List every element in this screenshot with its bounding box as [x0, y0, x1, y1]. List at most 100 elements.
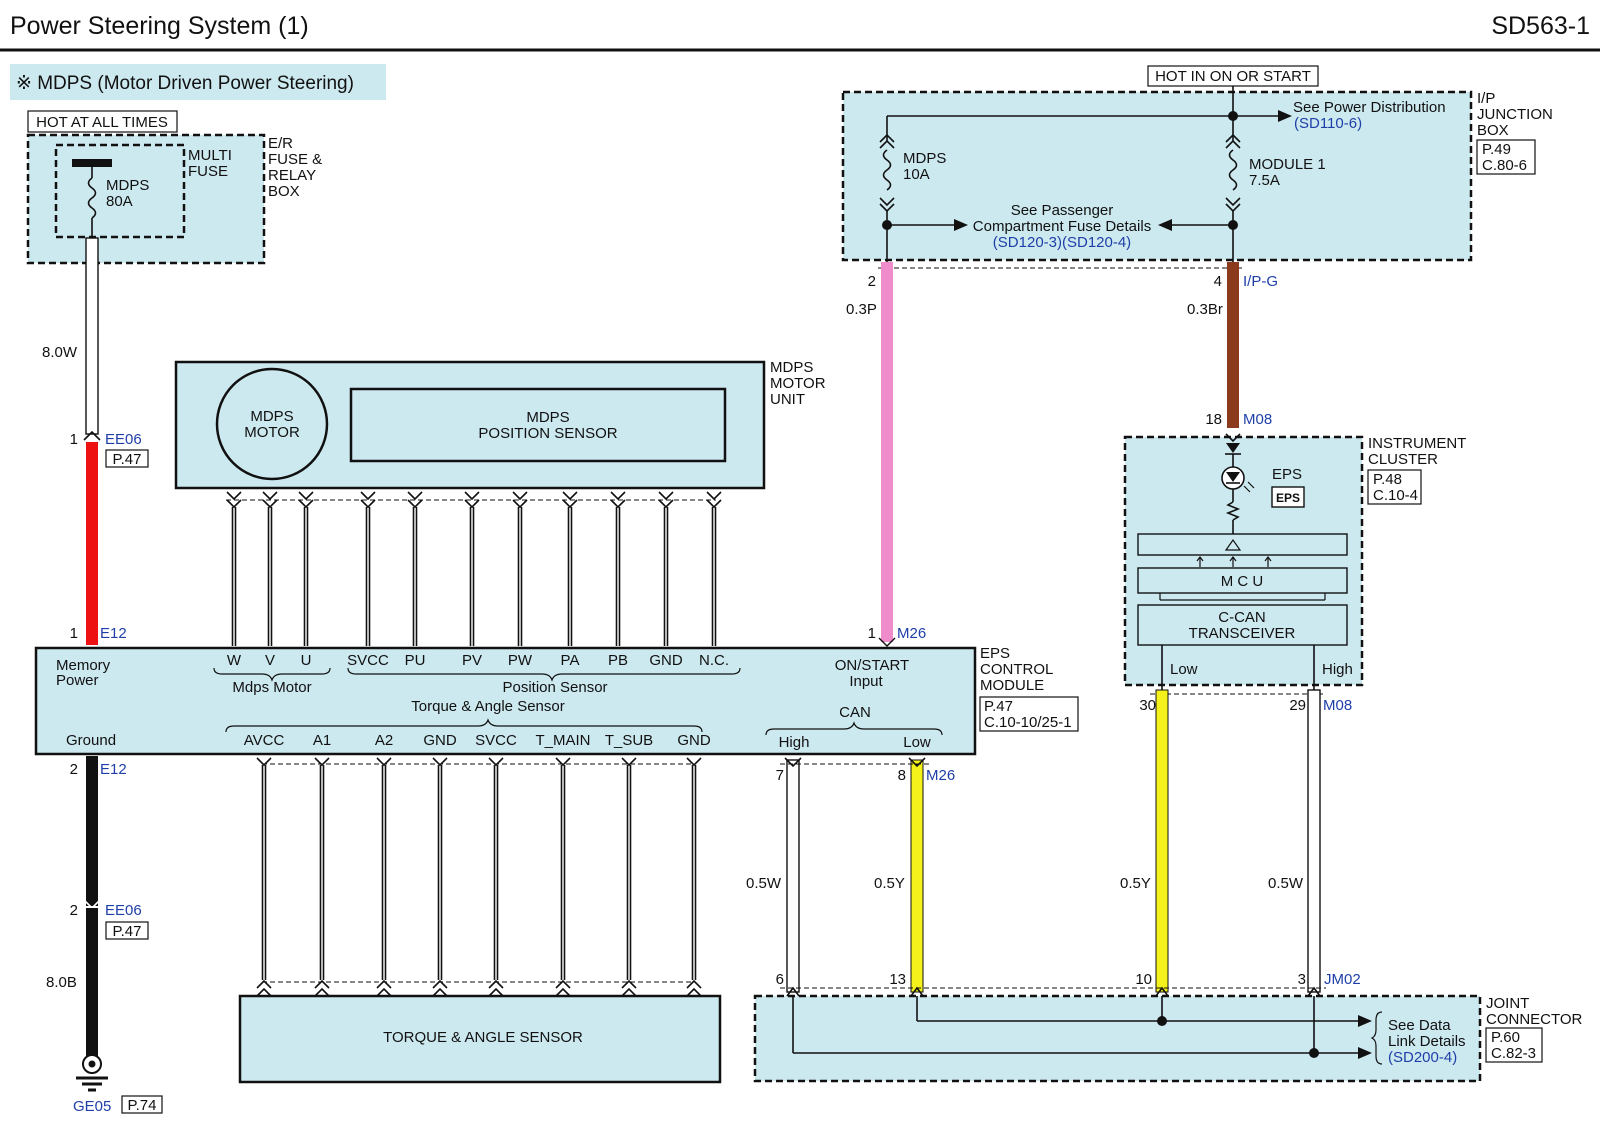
fuse1-rating: 10A: [903, 166, 930, 183]
wire-arrow-icon: [621, 757, 637, 767]
ecm-pin-label: N.C.: [699, 652, 729, 669]
wire-arrow-icon: [621, 979, 637, 997]
position-group-label: Position Sensor: [502, 679, 607, 696]
joint-connector: [753, 994, 1482, 1083]
wire-arrow-icon: [256, 757, 272, 767]
ecm-pin-label: GND: [423, 732, 457, 749]
ecm-pin-label: PV: [462, 652, 482, 669]
ee06-top-ref-box: [105, 449, 149, 468]
motor-unit-wires: [226, 491, 722, 646]
wire-arrow-icon: [658, 491, 674, 509]
wire-label-can-low-right: 0.5Y: [1120, 875, 1151, 892]
on-start-label-2: Input: [849, 673, 883, 690]
driver-triangle-icon: [1224, 538, 1242, 551]
e12-bot-pin: 2: [70, 761, 78, 778]
wire-red: [86, 442, 98, 645]
cluster-ref-1: P.48: [1373, 471, 1402, 488]
ecm-ref-2: C.10-10/25-1: [984, 714, 1072, 731]
hot-at-all-times-box: [27, 110, 178, 133]
battery-bar: [72, 159, 112, 167]
wire-black-upper: [86, 756, 98, 906]
wire-arrow-icon: [256, 979, 272, 997]
memory-power-1: Memory: [56, 657, 111, 674]
wire-arrow-icon: [555, 757, 571, 767]
joint-ref-1: P.60: [1491, 1029, 1520, 1046]
ee06-top-ref: P.47: [113, 451, 142, 468]
see-data-2: Link Details: [1388, 1033, 1466, 1050]
can-label: CAN: [839, 704, 871, 721]
torque-group-brace: [225, 718, 703, 733]
eps-icon: [1271, 486, 1305, 508]
fuse-80a-name: MDPS: [106, 177, 149, 194]
wire-arrow-icon: [562, 491, 578, 509]
torque-sensor-label: TORQUE & ANGLE SENSOR: [383, 1029, 583, 1046]
mcu-block: [1137, 567, 1348, 594]
m08-bot-high-pin: 29: [1289, 697, 1306, 714]
ecm-pin-label: PW: [508, 652, 533, 669]
ip-right-id: I/P-G: [1243, 273, 1278, 290]
see-data-arrows-icon: [1358, 1015, 1372, 1059]
cluster-low-label: Low: [1170, 661, 1198, 678]
ecm-pin-label: SVCC: [347, 652, 389, 669]
wire-0-3p: [881, 262, 893, 642]
position-sensor-label-1: MDPS: [526, 409, 569, 426]
ip-junction-box: [841, 90, 1473, 262]
page-code: SD563-1: [1491, 12, 1590, 40]
ip-box-name-1: I/P: [1477, 90, 1495, 107]
wire-arrow-icon: [686, 979, 702, 997]
see-pass-ref: (SD120-3)(SD120-4): [993, 234, 1131, 251]
ecm-pin-label: PB: [608, 652, 628, 669]
joint-ref-2: C.82-3: [1491, 1045, 1536, 1062]
ecm-pin-label: U: [301, 652, 312, 669]
wire-arrow-icon: [432, 757, 448, 767]
wire-arrow-icon: [262, 491, 278, 509]
wire-arrow-icon: [555, 979, 571, 997]
jm02-pin-2: 13: [889, 971, 906, 988]
fuse-80a-icon: [87, 177, 97, 219]
memory-power-2: Power: [56, 672, 99, 689]
ip-box-ref-2: C.80-6: [1482, 157, 1527, 174]
mcu-label: M C U: [1221, 573, 1264, 590]
eps-icon-text: EPS: [1276, 491, 1300, 505]
motor-group-label: Mdps Motor: [232, 679, 311, 696]
wire-arrow-icon: [360, 491, 376, 509]
m26-can-id: M26: [926, 767, 955, 784]
hot-at-all-times: HOT AT ALL TIMES: [36, 114, 168, 131]
fuse1-connector-icon: [879, 133, 895, 149]
can-low-label: Low: [903, 734, 931, 751]
ecm-pin-label: PA: [561, 652, 580, 669]
c-can-transceiver: [1137, 604, 1348, 646]
ee06-bot-ref-box: [105, 921, 149, 940]
m08-top-pin: 18: [1205, 411, 1222, 428]
position-sensor-label-2: POSITION SENSOR: [478, 425, 617, 442]
ee06-bot-id: EE06: [105, 902, 142, 919]
page-title: Power Steering System (1): [10, 12, 309, 40]
er-box-name-2: FUSE &: [268, 151, 322, 168]
m08-bot-low-pin: 30: [1139, 697, 1156, 714]
ground-id: GE05: [73, 1098, 111, 1115]
fuse-mdps-10a-icon: [882, 149, 892, 191]
fuse-80a-rating: 80A: [106, 193, 133, 210]
ecm-pin-label: PU: [405, 652, 426, 669]
ecm-pin-label: W: [227, 652, 242, 669]
eps-label: EPS: [1272, 466, 1302, 483]
can-brace: [765, 721, 943, 736]
see-data-ref: (SD200-4): [1388, 1049, 1457, 1066]
eps-control-module: [34, 646, 977, 756]
see-data-1: See Data: [1388, 1017, 1451, 1034]
ecm-name-2: CONTROL: [980, 661, 1053, 678]
joint-name-1: JOINT: [1486, 995, 1529, 1012]
ecm-pin-label: V: [265, 652, 275, 669]
ip-box-ref-1: P.49: [1482, 141, 1511, 158]
wire-arrow-icon: [512, 491, 528, 509]
m26-can-high-pin: 7: [776, 767, 784, 784]
wire-label-8-0b: 8.0B: [46, 974, 77, 991]
multi-fuse-label-2: FUSE: [188, 163, 228, 180]
cluster-name-1: INSTRUMENT: [1368, 435, 1466, 452]
wire-arrow-icon: [432, 979, 448, 997]
ecm-ref-box: [979, 696, 1079, 732]
wire-label-can-high-left: 0.5W: [746, 875, 782, 892]
can-high-label: High: [779, 734, 810, 751]
wire-can-low-right: [1155, 689, 1169, 993]
wire-arrow-icon: [686, 757, 702, 767]
